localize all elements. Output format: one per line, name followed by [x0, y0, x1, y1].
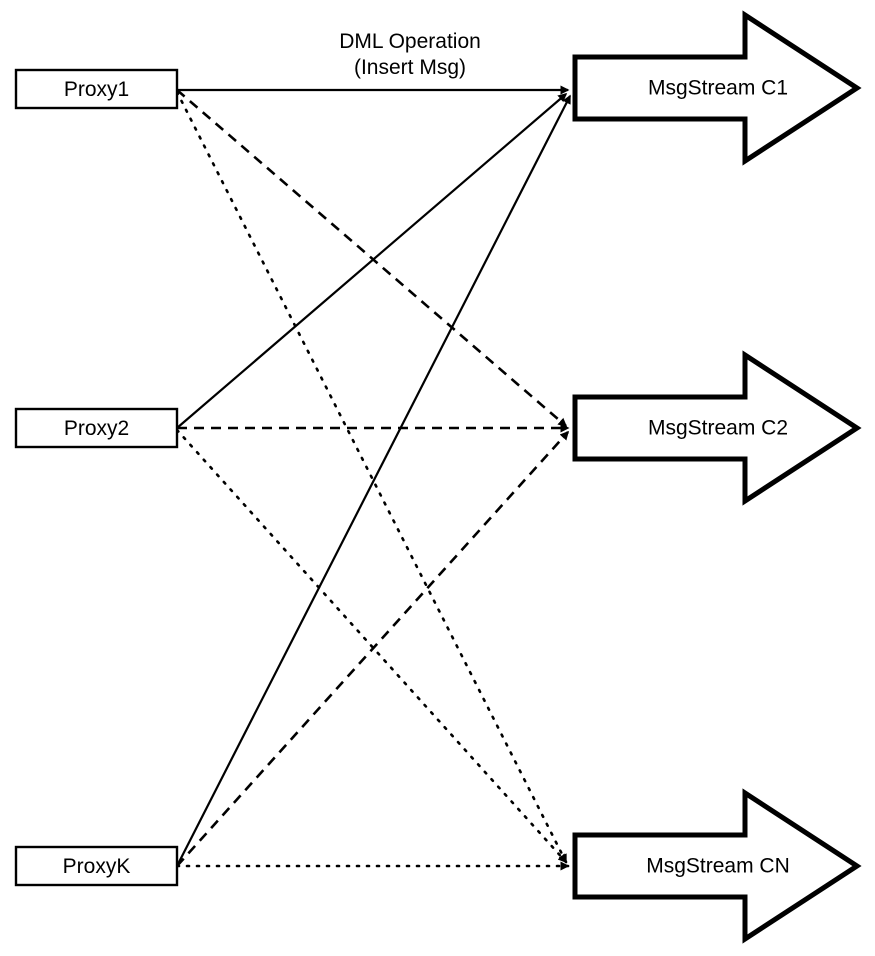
- edge-proxyk-to-stream-c1: [176, 94, 571, 867]
- edge-proxy1-to-stream-cn: [175, 90, 568, 864]
- edge-caption: DML Operation (Insert Msg): [339, 30, 481, 79]
- msgstream-c2-label: MsgStream C2: [648, 417, 788, 440]
- msgstream-cn-arrow-shape[interactable]: [572, 788, 862, 944]
- msgstream-c1-label: MsgStream C1: [648, 77, 788, 100]
- msgstream-node-c2[interactable]: MsgStream C2: [572, 350, 862, 506]
- proxy2-box[interactable]: [14, 407, 179, 449]
- edge-proxy2-to-stream-cn: [175, 428, 568, 864]
- proxyk-label: ProxyK: [63, 855, 131, 878]
- proxy1-label: Proxy1: [64, 78, 129, 101]
- edge-proxy1-to-stream-c2: [176, 89, 568, 427]
- proxy2-label: Proxy2: [64, 417, 129, 440]
- proxy1-box[interactable]: [14, 68, 179, 110]
- edge-caption-line2: (Insert Msg): [354, 56, 466, 79]
- msgstream-cn-label: MsgStream CN: [646, 855, 790, 878]
- edge-proxyk-to-stream-c2: [176, 430, 570, 867]
- edge-proxy2-to-stream-c1: [176, 93, 568, 429]
- msgstream-c2-arrow-shape[interactable]: [572, 350, 862, 506]
- msgstream-c1-arrow-shape[interactable]: [572, 10, 862, 166]
- edge-caption-line1: DML Operation: [339, 30, 481, 53]
- proxyk-box[interactable]: [14, 845, 179, 887]
- edge-group: [175, 85, 571, 871]
- proxy-node-proxy1[interactable]: Proxy1: [14, 68, 179, 110]
- proxy-node-proxyk[interactable]: ProxyK: [14, 845, 179, 887]
- proxy-node-proxy2[interactable]: Proxy2: [14, 407, 179, 449]
- msgstream-node-c1[interactable]: MsgStream C1: [572, 10, 862, 166]
- msgstream-node-cn[interactable]: MsgStream CN: [572, 788, 862, 944]
